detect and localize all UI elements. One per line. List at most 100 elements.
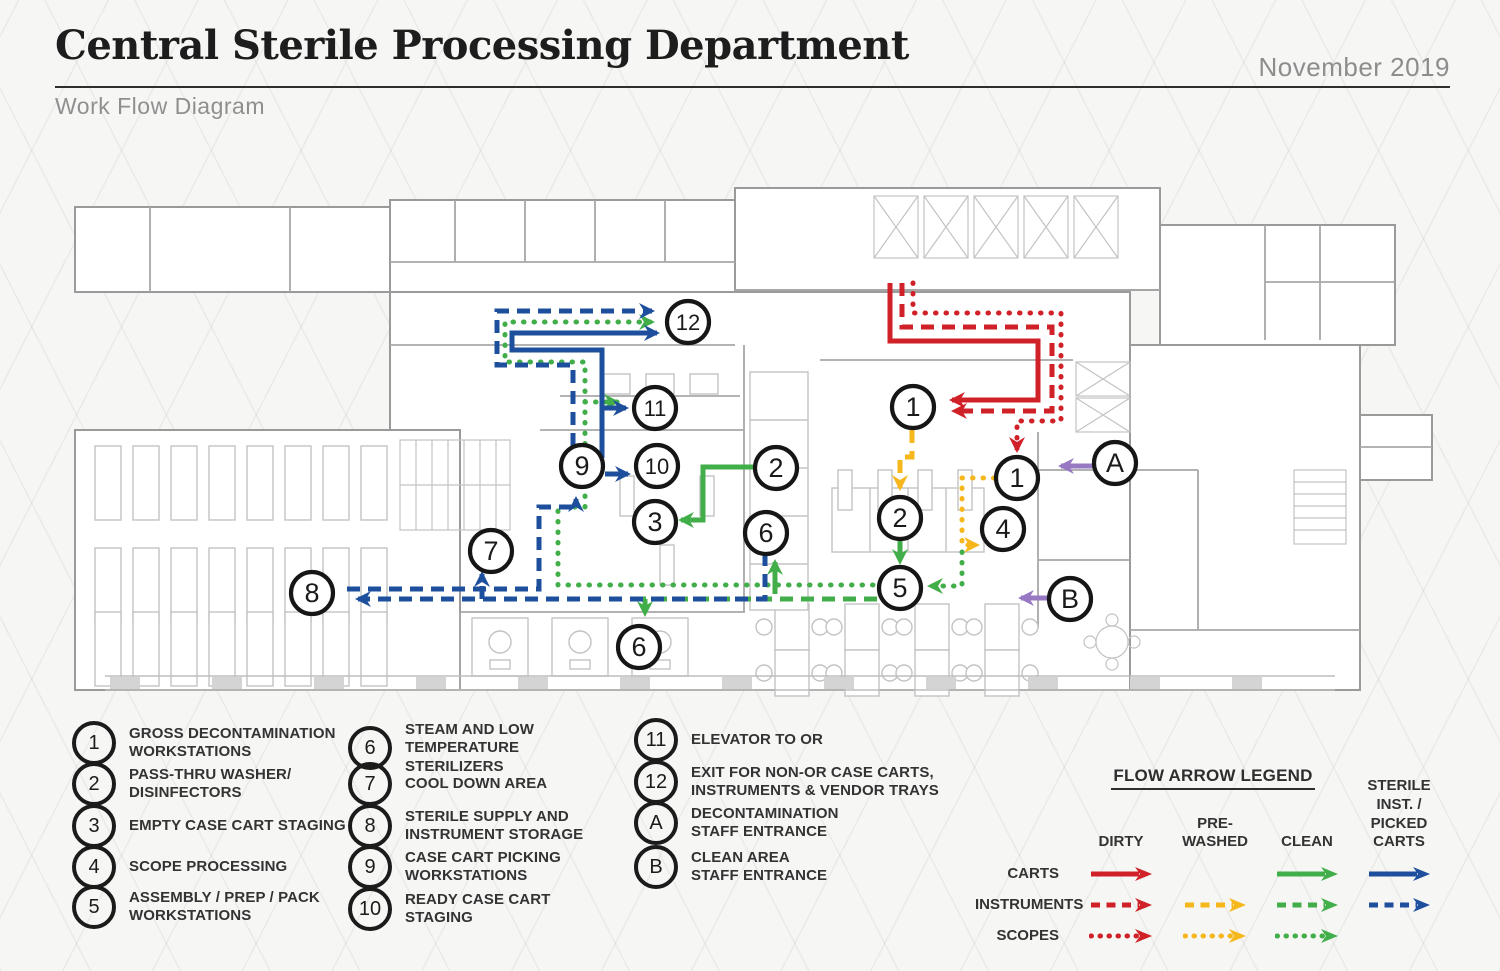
- legend-item-9: 9 CASE CART PICKING WORKSTATIONS: [348, 845, 620, 889]
- legend-label-7: COOL DOWN AREA: [405, 774, 548, 792]
- interior-walls: [149, 200, 1432, 690]
- legend-badge-2: 2: [72, 762, 116, 806]
- legend-label-9: CASE CART PICKING WORKSTATIONS: [405, 848, 561, 884]
- svg-text:6: 6: [631, 632, 646, 662]
- flow-clean-instruments-assembly-to-sterilizer: [637, 596, 877, 617]
- marker-6-sterilizers-row: 6: [615, 623, 663, 671]
- svg-text:8: 8: [304, 578, 319, 608]
- marker-10-ready-cart-staging: 10: [633, 442, 681, 490]
- legend-badge-10: 10: [348, 887, 392, 931]
- legend-label-b: CLEAN AREA STAFF ENTRANCE: [691, 848, 828, 884]
- legend-badge-5: 5: [72, 885, 116, 929]
- svg-text:2: 2: [768, 453, 783, 483]
- legend-label-3: EMPTY CASE CART STAGING: [129, 816, 346, 834]
- flow-arrows: [347, 280, 1094, 617]
- legend-item-4: 4 SCOPE PROCESSING: [72, 845, 359, 889]
- marker-3-empty-cart-staging: 3: [631, 498, 679, 546]
- arrow-scopes-clean: [1275, 928, 1338, 943]
- marker-5-assembly: 5: [876, 564, 924, 612]
- legend-label-6: STEAM AND LOW TEMPERATURE STERILIZERS: [405, 721, 535, 775]
- legend-item-8: 8 STERILE SUPPLY AND INSTRUMENT STORAGE: [348, 804, 620, 848]
- arrow-instruments-prewashed: [1185, 897, 1246, 912]
- marker-12-exit-non-or: 12: [664, 298, 712, 346]
- flow-legend-col-dirty: DIRTY: [1098, 833, 1144, 851]
- legend-label-1: GROSS DECONTAMINATION WORKSTATIONS: [129, 724, 336, 760]
- flow-prewashed-instruments: [892, 430, 915, 491]
- arrow-instruments-sterile: [1369, 897, 1430, 912]
- legend-item-7: 7 COOL DOWN AREA: [348, 762, 620, 806]
- legend-item-2: 2 PASS-THRU WASHER/ DISINFECTORS: [72, 762, 359, 806]
- marker-4-scope-processing: 4: [979, 505, 1027, 553]
- flow-dirty-carts: [887, 283, 1041, 408]
- flow-prewashed-scopes: [959, 475, 997, 553]
- svg-text:11: 11: [644, 396, 667, 421]
- flow-legend-row-carts: CARTS: [1007, 865, 1059, 882]
- svg-text:4: 4: [995, 514, 1010, 544]
- legend-badge-12: 12: [634, 760, 678, 804]
- legend-label-11: ELEVATOR TO OR: [691, 730, 823, 748]
- page-title: Central Sterile Processing Department: [55, 22, 909, 69]
- flow-dirty-scopes: [910, 280, 1064, 453]
- legend-badge-1: 1: [72, 721, 116, 765]
- legend-badge-b: B: [634, 845, 678, 889]
- arrow-scopes-prewashed: [1183, 928, 1246, 943]
- legend-label-12: EXIT FOR NON-OR CASE CARTS, INSTRUMENTS …: [691, 763, 939, 799]
- flow-arrow-legend: FLOW ARROW LEGEND DIRTY PRE-WASHED CLEAN…: [975, 766, 1447, 951]
- arrow-carts-clean: [1277, 866, 1338, 881]
- marker-6-sterilizers-room: 6: [742, 509, 790, 557]
- legend-item-5: 5 ASSEMBLY / PREP / PACK WORKSTATIONS: [72, 885, 359, 929]
- legend-label-5: ASSEMBLY / PREP / PACK WORKSTATIONS: [129, 888, 320, 924]
- flow-clean-scopes-to-assembly: [927, 549, 965, 594]
- arrow-instruments-clean: [1277, 897, 1338, 912]
- svg-text:6: 6: [758, 518, 773, 548]
- flow-dirty-instruments: [899, 283, 1055, 419]
- legend-badge-11: 11: [634, 718, 678, 762]
- legend-badge-8: 8: [348, 804, 392, 848]
- flow-legend-row-instruments: INSTRUMENTS: [975, 896, 1084, 913]
- legend-badge-7: 7: [348, 762, 392, 806]
- flow-legend-row-scopes: SCOPES: [996, 927, 1059, 944]
- legend-item-11: 11 ELEVATOR TO OR: [634, 718, 941, 762]
- marker-b-clean-entrance: B: [1046, 575, 1094, 623]
- marker-a-decontam-entrance: A: [1091, 439, 1139, 487]
- flow-picked-carts-to-exit: [509, 325, 660, 458]
- flow-sterile-storage-to-picking: [347, 496, 584, 592]
- svg-text:2: 2: [892, 503, 907, 533]
- page-subtitle: Work Flow Diagram: [55, 93, 265, 119]
- svg-text:9: 9: [574, 451, 589, 481]
- marker-8-sterile-storage: 8: [288, 569, 336, 617]
- header-rule: [55, 86, 1450, 88]
- flow-clean-carts-to-staging: [678, 464, 753, 528]
- flow-sterilizer-to-storage: [355, 553, 768, 607]
- arrow-instruments-dirty: [1091, 897, 1152, 912]
- marker-1-gross-decontam-b: 1: [993, 454, 1041, 502]
- legend-label-8: STERILE SUPPLY AND INSTRUMENT STORAGE: [405, 807, 584, 843]
- legend-item-6: 6 STEAM AND LOW TEMPERATURE STERILIZERS: [348, 721, 620, 776]
- legend-badge-3: 3: [72, 804, 116, 848]
- flow-legend-title: FLOW ARROW LEGEND: [1111, 766, 1315, 790]
- flow-legend-col-sterile: STERILE INST. / PICKED CARTS: [1367, 777, 1431, 851]
- svg-text:12: 12: [676, 310, 700, 335]
- svg-text:A: A: [1106, 448, 1124, 478]
- legend-badge-4: 4: [72, 845, 116, 889]
- marker-7-cool-down: 7: [467, 527, 515, 575]
- marker-2-passthru-washer: 2: [752, 444, 800, 492]
- svg-text:10: 10: [645, 454, 669, 479]
- legend-label-a: DECONTAMINATION STAFF ENTRANCE: [691, 804, 839, 840]
- arrow-carts-sterile: [1369, 866, 1430, 881]
- marker-1-gross-decontam: 1: [889, 383, 937, 431]
- svg-text:5: 5: [892, 573, 907, 603]
- date-label: November 2019: [1258, 52, 1450, 82]
- arrow-scopes-dirty: [1089, 928, 1152, 943]
- flow-markers: 1 2 3 6 9 10 11 12 7 8 6 1: [288, 298, 1139, 671]
- legend-label-10: READY CASE CART STAGING: [405, 890, 551, 926]
- flow-legend-col-prewashed: PRE-WASHED: [1182, 814, 1248, 851]
- arrow-carts-dirty: [1091, 866, 1152, 881]
- legend-item-b: B CLEAN AREA STAFF ENTRANCE: [634, 845, 941, 889]
- marker-9-cart-picking: 9: [558, 442, 606, 490]
- legend-item-3: 3 EMPTY CASE CART STAGING: [72, 804, 359, 848]
- marker-2-passthru-washer-b: 2: [876, 494, 924, 542]
- legend-item-10: 10 READY CASE CART STAGING: [348, 887, 620, 931]
- legend-badge-a: A: [634, 801, 678, 845]
